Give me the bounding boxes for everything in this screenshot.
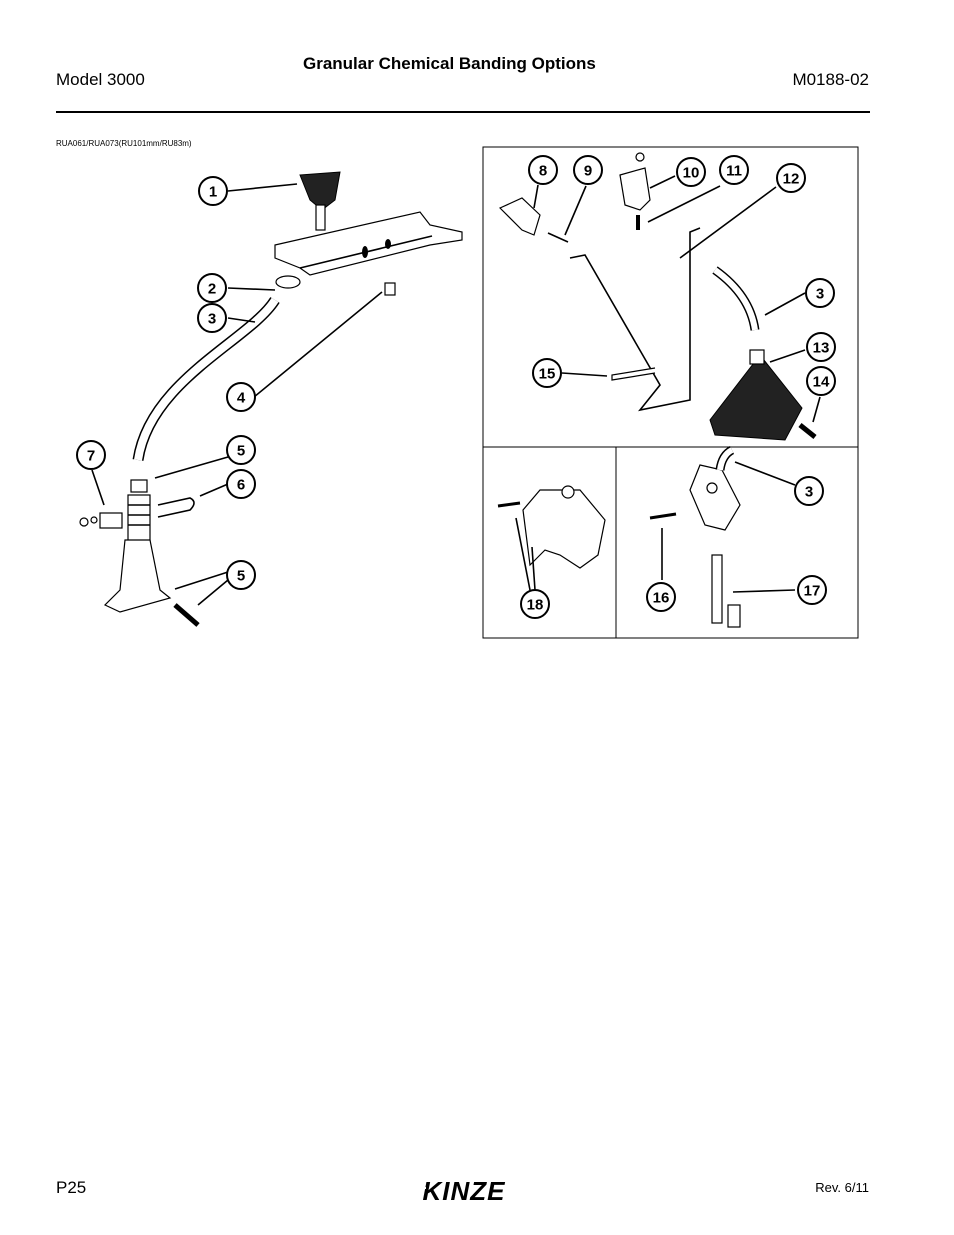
callout-label: 3 — [816, 286, 824, 303]
figure-id: RUA061/RUA073(RU101mm/RU83m) — [56, 139, 192, 148]
callout-3: 3 — [794, 476, 824, 506]
document-number: M0188-02 — [792, 70, 869, 89]
callout-label: 14 — [813, 374, 830, 391]
callout-label: 11 — [726, 163, 742, 180]
revision-date: Rev. 6/11 — [815, 1180, 869, 1195]
callout-5: 5 — [226, 560, 256, 590]
callout-14: 14 — [806, 366, 836, 396]
panel-frame-bottom-right — [615, 446, 859, 639]
callout-15: 15 — [532, 358, 562, 388]
callout-4: 4 — [226, 382, 256, 412]
callout-2: 2 — [197, 273, 227, 303]
callout-label: 3 — [805, 484, 813, 501]
callout-label: 10 — [683, 165, 700, 182]
callout-label: 7 — [87, 448, 95, 465]
callout-label: 4 — [237, 390, 246, 407]
callout-label: 12 — [783, 171, 800, 188]
callout-10: 10 — [676, 157, 706, 187]
callout-16: 16 — [646, 582, 676, 612]
callout-label: 9 — [584, 163, 592, 180]
callout-11: 11 — [719, 155, 749, 185]
callout-label: 5 — [237, 568, 245, 585]
callout-1: 1 — [198, 176, 228, 206]
left-assembly-drawing — [79, 171, 463, 627]
callout-label: 16 — [653, 590, 670, 607]
callout-label: 8 — [539, 163, 547, 180]
right-top-assembly-drawing — [498, 152, 821, 441]
callout-18: 18 — [520, 589, 550, 619]
callout-label: 3 — [208, 311, 216, 328]
callout-label: 18 — [527, 597, 544, 614]
bottom-left-panel-drawing — [497, 485, 606, 591]
callout-3: 3 — [197, 303, 227, 333]
callout-13: 13 — [806, 332, 836, 362]
callout-label: 15 — [539, 366, 556, 383]
callout-8: 8 — [528, 155, 558, 185]
callout-6: 6 — [226, 469, 256, 499]
panel-frame-top — [482, 146, 859, 448]
callout-9: 9 — [573, 155, 603, 185]
callout-17: 17 — [797, 575, 827, 605]
page-number: P25 — [56, 1178, 87, 1197]
callout-5: 5 — [226, 435, 256, 465]
callout-label: 1 — [209, 184, 217, 201]
callout-label: 5 — [237, 443, 245, 460]
header-rule — [56, 111, 870, 113]
callout-7: 7 — [76, 440, 106, 470]
callout-label: 6 — [237, 477, 245, 494]
model-label: Model 3000 — [56, 70, 145, 89]
callout-12: 12 — [776, 163, 806, 193]
callout-label: 13 — [813, 340, 830, 357]
page-title: Granular Chemical Banding Options — [303, 54, 596, 73]
bottom-right-panel-drawing — [649, 445, 796, 628]
callout-label: 17 — [804, 583, 821, 600]
callout-label: 2 — [208, 281, 216, 298]
callout-3: 3 — [805, 278, 835, 308]
kinze-logo-text: KINZE — [423, 1176, 506, 1206]
kinze-logo: KINZE — [408, 1176, 520, 1206]
